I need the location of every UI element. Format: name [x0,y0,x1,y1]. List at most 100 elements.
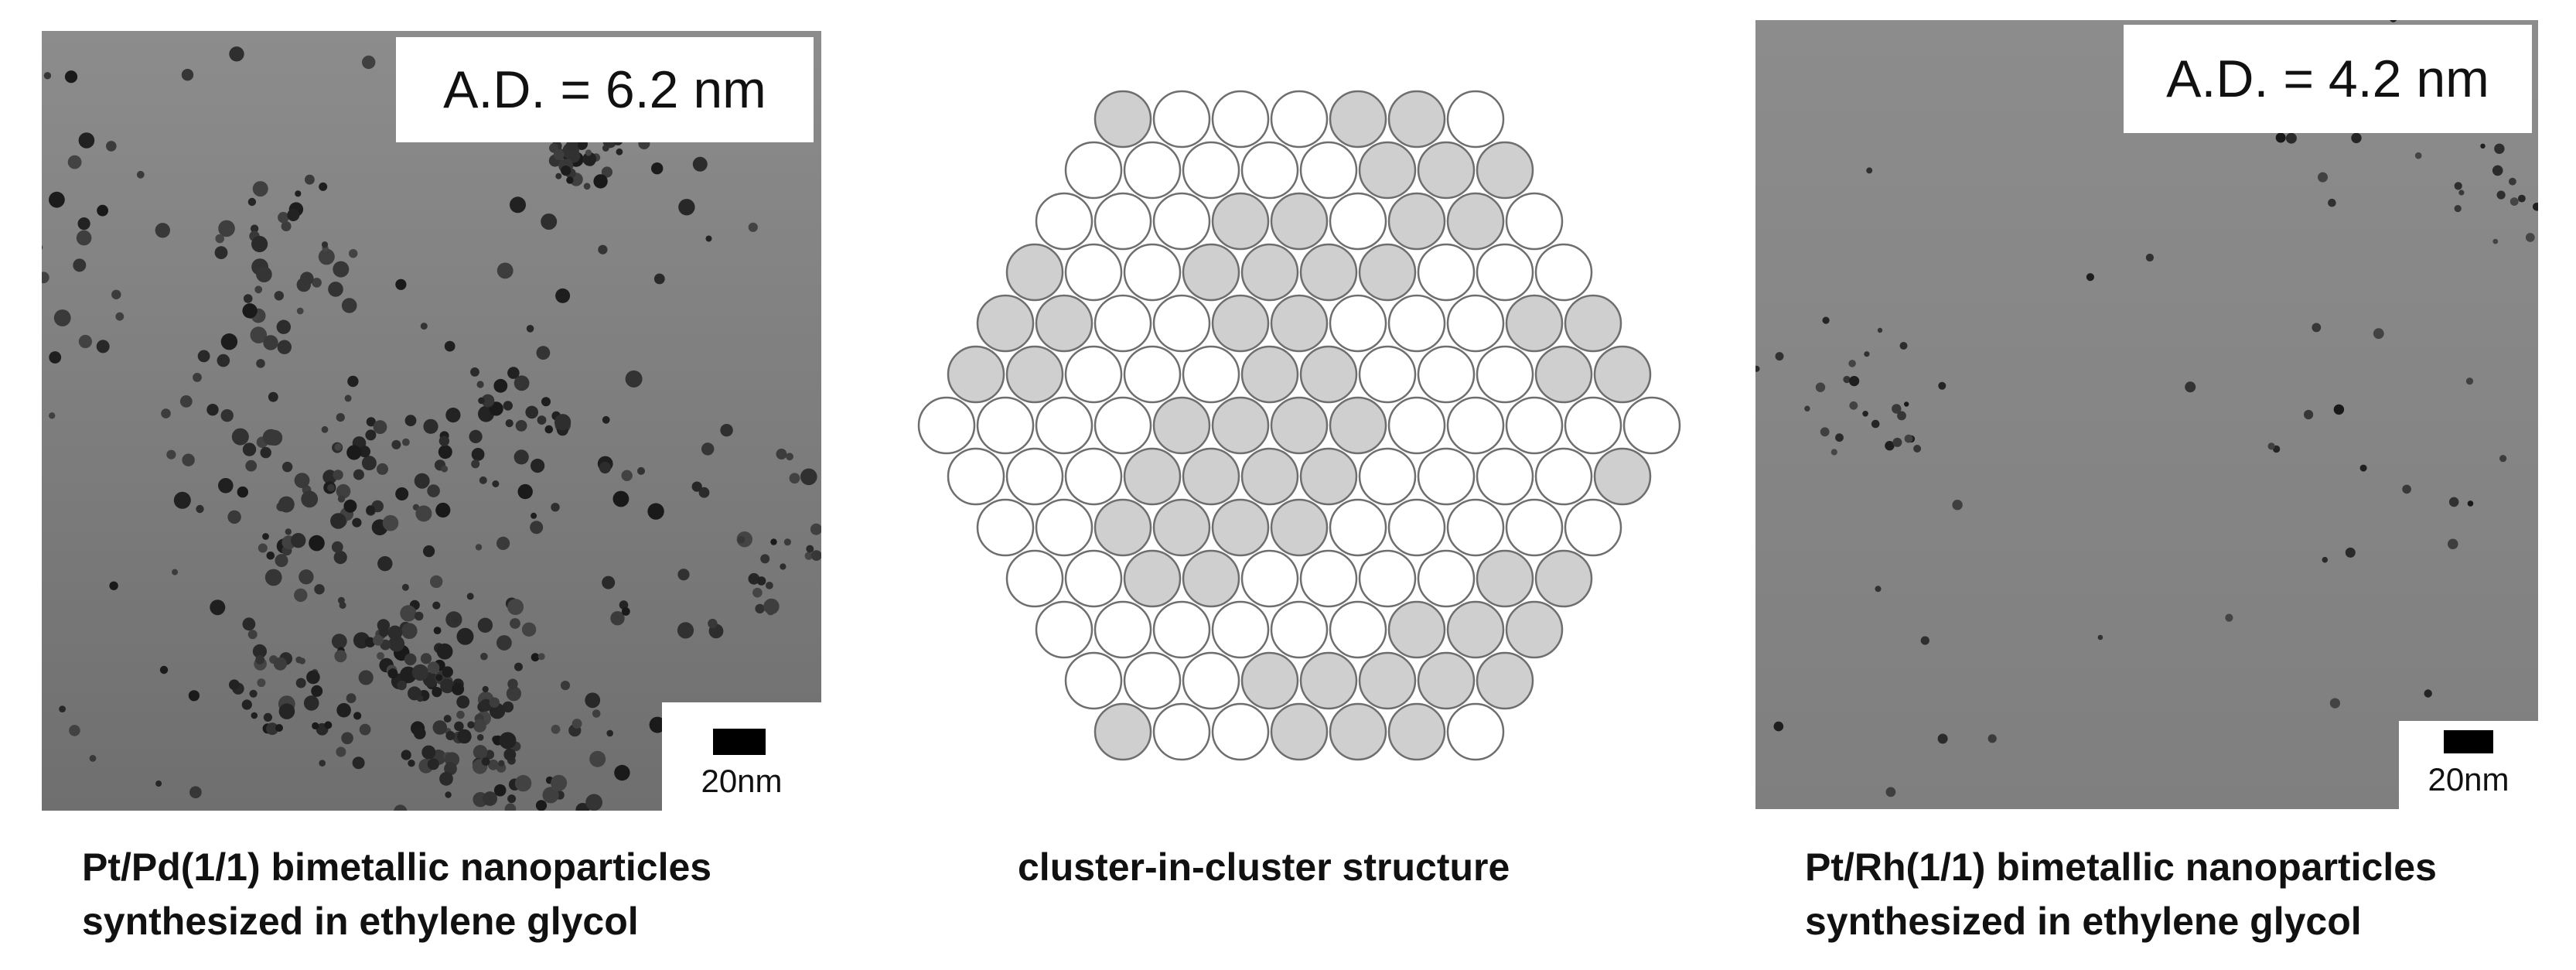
atom-shaded [1329,702,1387,761]
nanoparticle [466,593,474,600]
atom-unshaded [1417,549,1476,608]
nanoparticle [420,323,428,330]
nanoparticle [720,424,733,437]
atom-shaded [1123,447,1182,506]
nanoparticle [276,319,291,334]
nanoparticle [242,442,257,456]
nanoparticle [599,461,612,474]
nanoparticle [278,496,295,513]
scale-label-pt-pd: 20nm [701,763,783,799]
nanoparticle [333,551,347,565]
nanoparticle [268,391,278,402]
nanoparticle [339,602,346,610]
nanoparticle [337,495,346,503]
atom-shaded [1240,243,1299,302]
nanoparticle [263,335,278,350]
atom-shaded [1094,90,1152,149]
atom-unshaded [1358,549,1417,608]
nanoparticle [2533,203,2538,211]
atom-shaded [1270,294,1329,353]
average-diameter-label-pt-rh: A.D. = 4.2 nm [2124,25,2532,133]
atom-unshaded [1329,498,1387,557]
nanoparticle [43,72,52,80]
nanoparticle [254,285,263,294]
nanoparticle [387,625,403,640]
caption-pt-rh-line1: Pt/Rh(1/1) bimetallic nanoparticles [1805,845,2437,889]
atom-unshaded [1094,600,1152,659]
atom-shaded [1593,345,1652,404]
nanoparticle [277,340,292,354]
caption-pt-pd-line1: Pt/Pd(1/1) bimetallic nanoparticles [82,845,712,889]
nanoparticle [341,298,357,313]
nanoparticle [677,569,690,581]
atom-shaded [1094,702,1152,761]
nanoparticle [770,538,777,545]
atom-unshaded [1123,243,1182,302]
nanoparticle [387,668,398,679]
atom-unshaded [1123,141,1182,200]
atom-shaded [1329,90,1387,149]
atom-unshaded [1476,447,1534,506]
nanoparticle [435,502,451,518]
nanoparticle [312,722,319,730]
nanoparticle [2454,182,2462,190]
nanoparticle [470,367,479,377]
nanoparticle [649,716,666,733]
atom-unshaded [1417,447,1476,506]
nanoparticle [377,652,384,660]
nanoparticle [247,197,257,207]
nanoparticle [517,483,533,500]
nanoparticle [382,514,399,531]
nanoparticle [2458,190,2465,196]
nanoparticle [1904,401,1909,407]
atom-unshaded [1094,396,1152,455]
nanoparticle [483,791,497,806]
nanoparticle [324,721,333,729]
atom-shaded [1387,90,1446,149]
nanoparticle [2454,205,2462,213]
nanoparticle [1866,167,1873,174]
nanoparticle [521,622,537,637]
nanoparticle [361,456,377,471]
atom-unshaded [1094,192,1152,251]
atom-unshaded [1211,702,1270,761]
nanoparticle [334,443,343,451]
nanoparticle [218,478,234,494]
nanoparticle [115,312,125,321]
caption-pt-pd: Pt/Pd(1/1) bimetallic nanoparticles synt… [82,840,711,948]
nanoparticle [306,670,320,685]
nanoparticle [423,418,438,434]
nanoparticle [427,661,440,674]
nanoparticle [96,340,110,354]
nanoparticle [507,599,524,616]
nanoparticle [294,473,310,488]
nanoparticle [421,745,436,760]
nanoparticle [336,746,346,757]
nanoparticle [321,425,329,433]
nanoparticle [333,470,343,480]
atom-unshaded [1505,396,1564,455]
nanoparticle [442,666,453,678]
nanoparticle [2390,20,2397,22]
nanoparticle [346,693,357,703]
tem-image-pt-pd: A.D. = 6.2 nm 20nm [42,31,821,811]
atom-unshaded [1211,90,1270,149]
nanoparticle [444,340,455,352]
atom-unshaded [1387,498,1446,557]
nanoparticle [589,750,606,767]
nanoparticle [1877,327,1883,333]
scale-box-pt-rh: 20nm [2399,721,2538,809]
nanoparticle [625,370,643,388]
atom-unshaded [1152,192,1211,251]
nanoparticle [755,603,765,614]
tem-background [1755,20,2538,809]
nanoparticle [263,712,272,722]
nanoparticle [2509,177,2516,186]
nanoparticle [612,490,629,507]
nanoparticle [566,176,574,184]
nanoparticle [260,446,271,459]
nanoparticle [780,563,786,570]
nanoparticle [445,791,452,798]
nanoparticle [295,190,302,197]
nanoparticle [220,409,234,422]
